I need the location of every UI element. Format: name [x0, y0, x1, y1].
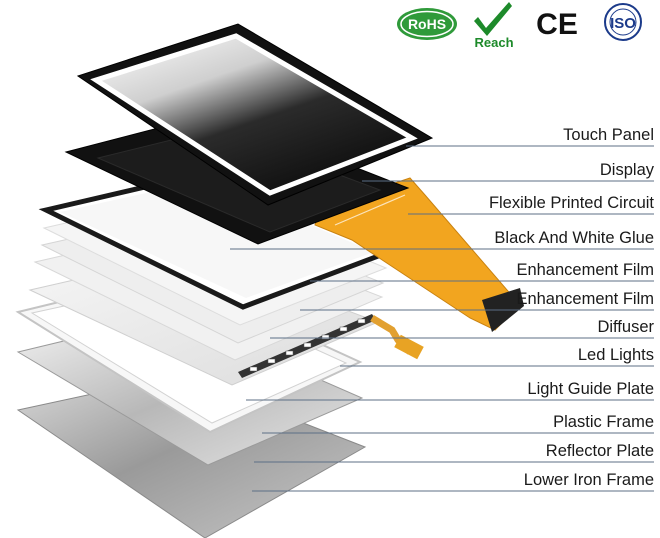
- iso-badge-text: ISO: [610, 15, 636, 32]
- layer-flexible-printed-circuit: [314, 177, 524, 332]
- iso-badge: ISO: [604, 3, 642, 41]
- layer-callouts: [230, 145, 654, 492]
- label-lower-iron-frame: Lower Iron Frame: [523, 471, 654, 489]
- label-diffuser: Diffuser: [597, 318, 654, 336]
- checkmark-icon: [474, 2, 512, 36]
- reach-badge: Reach: [474, 2, 514, 50]
- rohs-badge-text: RoHS: [408, 16, 446, 32]
- rohs-badge: RoHS: [397, 8, 457, 40]
- label-reflector-plate: Reflector Plate: [545, 442, 654, 460]
- label-enhancement-film-2: Enhancement Film: [516, 290, 654, 308]
- label-flexible-printed-circuit: Flexible Printed Circuit: [488, 194, 654, 212]
- label-touch-panel: Touch Panel: [563, 126, 654, 144]
- label-black-and-white-glue: Black And White Glue: [494, 229, 654, 247]
- label-enhancement-film-1: Enhancement Film: [516, 261, 654, 279]
- label-display: Display: [599, 161, 654, 179]
- ce-mark: CE: [536, 8, 578, 41]
- layer-touch-panel: [76, 23, 434, 206]
- reach-badge-text: Reach: [474, 35, 513, 50]
- certification-badges: RoHS Reach CE ISO: [397, 2, 642, 50]
- label-led-lights: Led Lights: [577, 346, 654, 364]
- layer-led-lights: [238, 314, 424, 378]
- label-plastic-frame: Plastic Frame: [553, 413, 654, 431]
- label-light-guide-plate: Light Guide Plate: [527, 380, 654, 398]
